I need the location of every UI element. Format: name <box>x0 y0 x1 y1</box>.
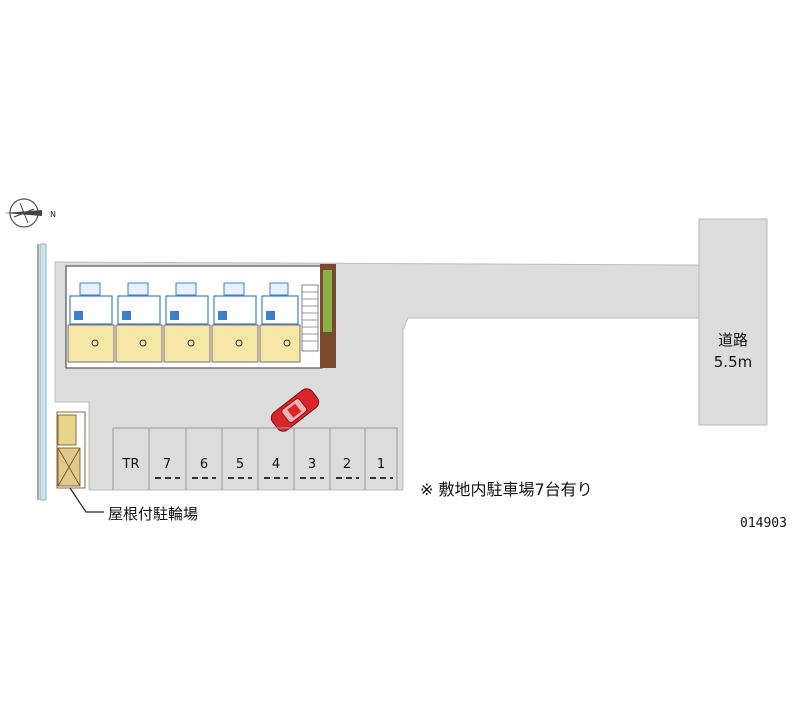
bike-parking-leader-line <box>69 487 104 513</box>
compass-icon: N <box>4 198 56 228</box>
road: 道路 5.5m <box>698 218 768 426</box>
parking-label-2: 2 <box>343 457 351 472</box>
unit-3 <box>163 282 211 363</box>
parking-label-4: 4 <box>272 457 280 472</box>
apartment-building <box>65 264 336 369</box>
property-id: 014903 <box>740 516 787 531</box>
road-name: 道路 <box>718 331 748 349</box>
bike-parking-label: 屋根付駐輪場 <box>108 505 198 523</box>
compass-north-label: N <box>50 210 56 219</box>
planting-strip <box>320 264 336 368</box>
parking-label-tr: TR <box>122 457 140 472</box>
stairwell <box>301 284 319 352</box>
parking-label-5: 5 <box>236 457 244 472</box>
unit-4 <box>211 282 259 363</box>
parking-label-7: 7 <box>163 457 171 472</box>
parking-label-3: 3 <box>308 457 316 472</box>
road-width: 5.5m <box>714 353 752 371</box>
unit-2 <box>115 282 163 363</box>
parking-area: TR 7 6 5 4 3 2 1 <box>112 427 398 490</box>
car-icon <box>270 388 320 432</box>
unit-1 <box>67 282 115 363</box>
bike-parking: 屋根付駐輪場 <box>56 411 198 523</box>
parking-label-6: 6 <box>200 457 208 472</box>
unit-5 <box>259 282 301 363</box>
parking-note: ※ 敷地内駐車場7台有り <box>420 480 593 499</box>
parking-label-1: 1 <box>377 457 385 472</box>
boundary-wall <box>37 243 47 501</box>
